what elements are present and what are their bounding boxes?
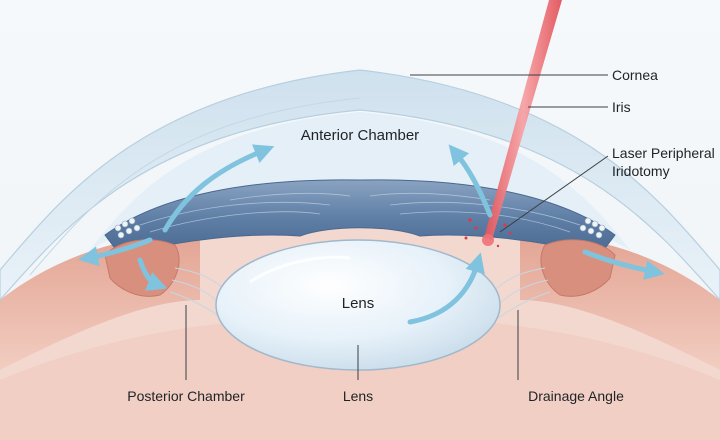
posterior-chamber-label: Posterior Chamber bbox=[127, 388, 245, 404]
flow-arrow-right-out bbox=[582, 249, 665, 280]
flow-arrow-left-out bbox=[78, 237, 153, 267]
laser-beam bbox=[464, 0, 562, 248]
laser-spatter bbox=[464, 218, 512, 248]
laser-label-line1: Laser Peripheral bbox=[612, 145, 715, 161]
anterior-chamber-label: Anterior Chamber bbox=[301, 127, 419, 144]
flow-arrow-left-down bbox=[137, 257, 168, 291]
cornea-label: Cornea bbox=[612, 67, 658, 83]
lens-highlight bbox=[249, 255, 351, 284]
trabecular-meshwork-right bbox=[579, 217, 606, 239]
trabecular-meshwork-left bbox=[114, 217, 141, 239]
drainage-angle-label: Drainage Angle bbox=[528, 388, 624, 404]
laser-leader bbox=[499, 155, 609, 233]
choroid-band bbox=[0, 317, 720, 440]
lens-center-label: Lens bbox=[342, 295, 375, 312]
flow-arrow-lens bbox=[407, 252, 485, 325]
flow-arrow-left-up bbox=[162, 144, 275, 233]
aqueous-flow-arrows bbox=[78, 144, 665, 325]
laser-label-line2: Iridotomy bbox=[612, 163, 670, 179]
cornea-inner-line bbox=[29, 97, 361, 276]
cornea bbox=[0, 69, 720, 301]
flow-arrow-right-up bbox=[448, 144, 493, 218]
iris-label: Iris bbox=[612, 99, 631, 115]
lens-bottom-label: Lens bbox=[343, 388, 373, 404]
